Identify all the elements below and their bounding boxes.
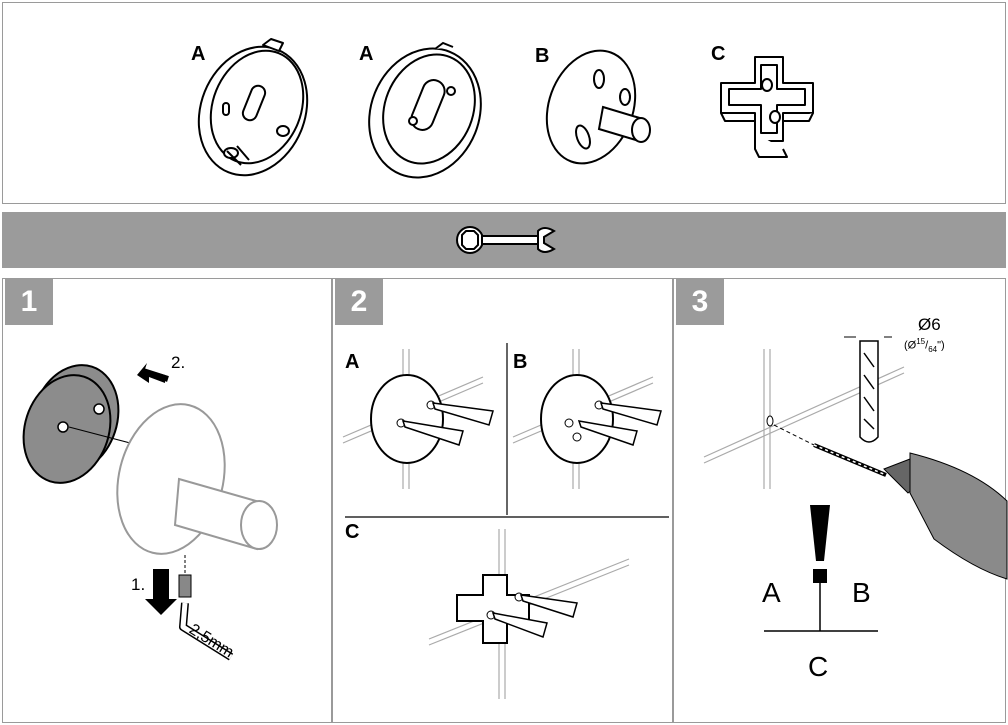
tools-bar — [2, 212, 1006, 268]
step-number: 3 — [676, 279, 724, 325]
part-a-back-illustration — [197, 38, 309, 177]
part-label-c: C — [711, 43, 726, 65]
drill-imperial-suffix: ") — [937, 339, 945, 352]
parts-panel: A A B C — [2, 2, 1006, 204]
part-c-illustration — [720, 56, 814, 158]
step-1-illustration — [22, 363, 278, 661]
drill-imperial-denominator: 64 — [928, 344, 938, 354]
drill-imperial-label: (Ø15/64") — [904, 337, 945, 354]
push-annotation: 2. — [171, 353, 186, 372]
wrench-icon — [456, 226, 556, 254]
level-left-label: A — [762, 577, 781, 608]
step-3-panel: 3 Ø6 (Ø15/64") ! A B C — [673, 278, 1008, 723]
subpanel-c-label: C — [345, 521, 360, 543]
step-3-illustration — [703, 336, 1008, 632]
part-b-illustration — [545, 49, 651, 165]
down-annotation: 1. — [131, 575, 146, 594]
level-right-label: B — [852, 577, 871, 608]
subpanel-b-label: B — [513, 351, 528, 373]
step-number: 2 — [335, 279, 383, 325]
part-label-a1: A — [191, 43, 206, 65]
level-bottom-label: C — [808, 651, 829, 682]
part-label-a2: A — [359, 43, 374, 65]
part-label-b: B — [535, 45, 550, 67]
part-a-front-illustration — [368, 41, 482, 179]
step-2-panel: 2 A B C — [332, 278, 673, 723]
step-2-illustration — [342, 343, 669, 699]
step-1-panel: 1 2. 1. 2,5mm — [2, 278, 332, 723]
drill-imperial-prefix: (Ø — [904, 339, 917, 352]
subpanel-a-label: A — [345, 351, 360, 373]
drill-diameter-label: Ø6 — [918, 315, 941, 334]
step-number: 1 — [5, 279, 53, 325]
drill-imperial-numerator: 15 — [916, 337, 926, 346]
